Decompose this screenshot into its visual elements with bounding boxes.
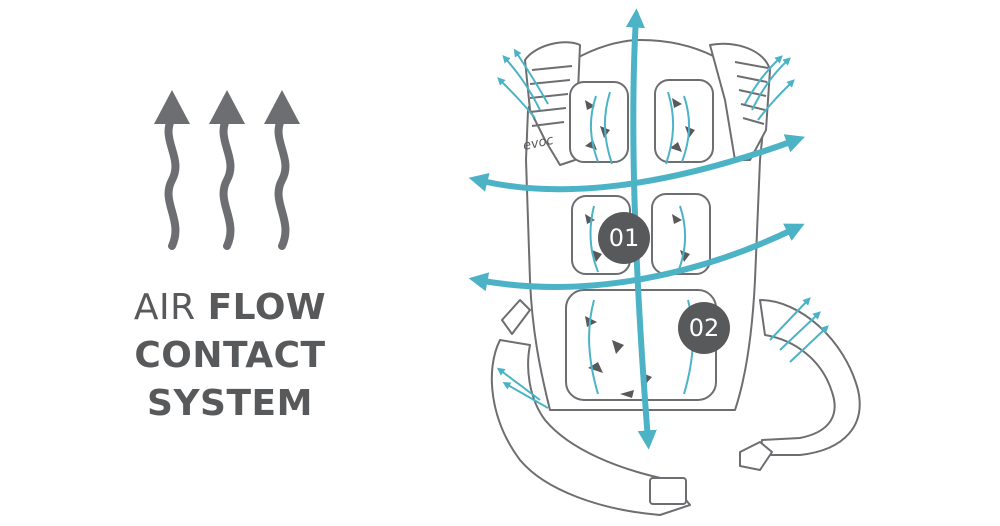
title-line-3: SYSTEM (147, 383, 313, 424)
wavy-arrow-3-icon (274, 114, 290, 250)
buckle-left (649, 477, 687, 505)
marker-01-label: 01 (609, 224, 640, 252)
title-word-flow: FLOW (207, 287, 327, 328)
title-line-2: CONTACT (134, 335, 326, 376)
main-airflow-arrows (468, 8, 806, 450)
brand-label: evoc (522, 133, 555, 154)
title-word-air: AIR (133, 287, 196, 328)
pad-upper-right (654, 79, 714, 163)
arrowhead-3-icon (264, 90, 300, 124)
rising-air-icon (154, 90, 300, 250)
hip-belt-right (759, 299, 861, 456)
arrowhead-2-icon (209, 90, 245, 124)
marker-01: 01 (598, 212, 650, 264)
pad-upper-left (569, 81, 629, 163)
marker-02-label: 02 (689, 314, 720, 342)
wavy-arrow-1-icon (164, 114, 180, 250)
upper-horizontal-airflow-arrow (468, 134, 806, 193)
hip-belt-left (490, 339, 691, 516)
title-block: AIR FLOW CONTACT SYSTEM (120, 284, 340, 428)
arrowhead-1-icon (154, 90, 190, 124)
title-line-1: AIR FLOW (120, 284, 340, 332)
wavy-arrow-2-icon (219, 114, 235, 250)
lower-horizontal-airflow-arrow (468, 223, 805, 292)
vertical-airflow-arrow (625, 8, 657, 450)
marker-02: 02 (678, 302, 730, 354)
buckle-right (739, 441, 773, 471)
